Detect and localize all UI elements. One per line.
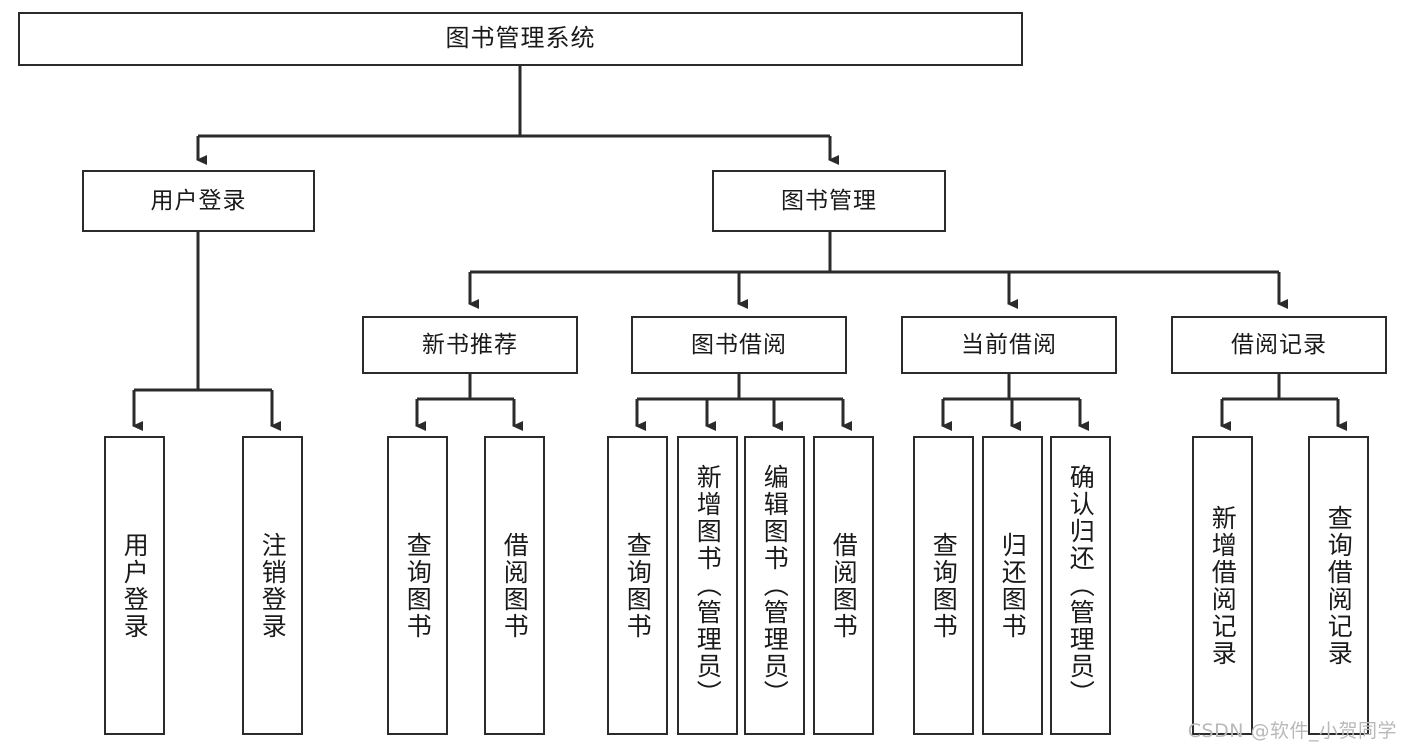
node-label: 查询借阅记录 (1324, 504, 1354, 667)
node-label: 注销登录 (258, 531, 288, 640)
node-new-book-recommend[interactable]: 新书推荐 (362, 316, 578, 374)
csdn-watermark: CSDN @软件_小贺同学 (1187, 720, 1397, 742)
node-label: 图书管理 (781, 187, 877, 214)
leaf-edit-book-admin[interactable]: 编辑图书（管理员） (744, 436, 805, 735)
node-label: 借阅记录 (1231, 331, 1327, 358)
leaf-borrow-book[interactable]: 借阅图书 (813, 436, 874, 735)
node-user-login[interactable]: 用户登录 (82, 170, 315, 232)
node-root-system[interactable]: 图书管理系统 (18, 12, 1023, 66)
node-label: 查询图书 (403, 531, 433, 640)
node-label: 归还图书 (998, 531, 1028, 640)
node-label: 查询图书 (929, 531, 959, 640)
node-borrow-record[interactable]: 借阅记录 (1171, 316, 1387, 374)
leaf-query-book-recommend[interactable]: 查询图书 (387, 436, 448, 735)
leaf-query-book-current[interactable]: 查询图书 (913, 436, 974, 735)
leaf-borrow-book-recommend[interactable]: 借阅图书 (484, 436, 545, 735)
node-label: 图书借阅 (691, 331, 787, 358)
node-label: 用户登录 (150, 187, 247, 214)
node-label: 借阅图书 (829, 531, 859, 640)
leaf-confirm-return-admin[interactable]: 确认归还（管理员） (1050, 436, 1111, 735)
leaf-query-book-borrow[interactable]: 查询图书 (607, 436, 668, 735)
node-label: 编辑图书（管理员） (760, 464, 790, 707)
node-book-borrow[interactable]: 图书借阅 (631, 316, 847, 374)
node-label: 图书管理系统 (445, 24, 596, 53)
leaf-user-login[interactable]: 用户登录 (104, 436, 165, 735)
leaf-add-borrow-record[interactable]: 新增借阅记录 (1192, 436, 1253, 735)
node-label: 借阅图书 (500, 531, 530, 640)
node-label: 用户登录 (120, 531, 150, 640)
leaf-return-book[interactable]: 归还图书 (982, 436, 1043, 735)
leaf-add-book-admin[interactable]: 新增图书（管理员） (677, 436, 738, 735)
node-label: 确认归还（管理员） (1066, 464, 1096, 707)
node-label: 当前借阅 (961, 331, 1057, 358)
node-label: 查询图书 (623, 531, 653, 640)
node-book-management[interactable]: 图书管理 (712, 170, 946, 232)
leaf-logout[interactable]: 注销登录 (242, 436, 303, 735)
node-label: 新增图书（管理员） (693, 464, 723, 707)
leaf-query-borrow-record[interactable]: 查询借阅记录 (1308, 436, 1369, 735)
node-label: 新增借阅记录 (1208, 504, 1238, 667)
node-current-borrow[interactable]: 当前借阅 (901, 316, 1117, 374)
node-label: 新书推荐 (422, 331, 518, 358)
